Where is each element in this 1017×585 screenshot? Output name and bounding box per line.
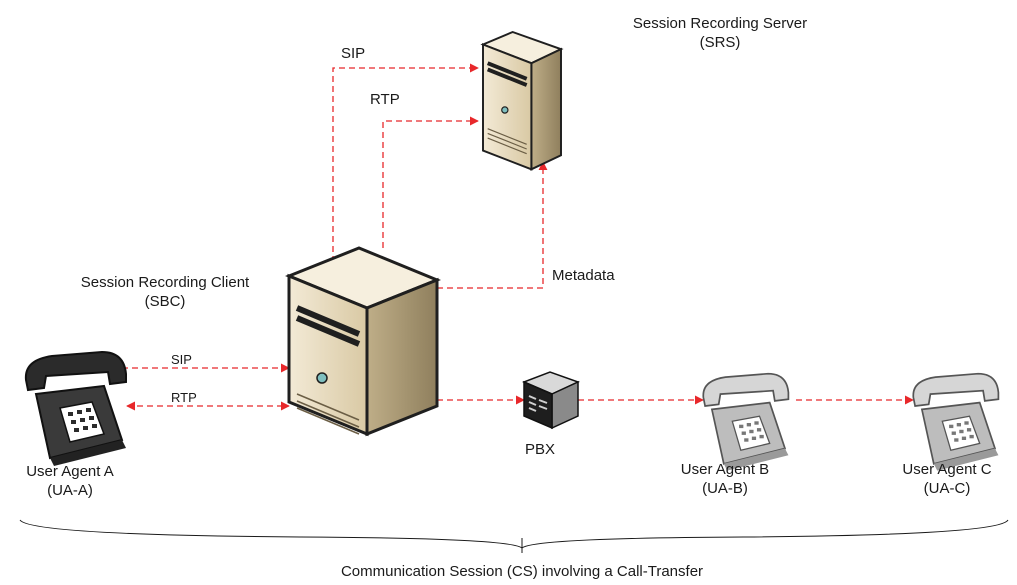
ua-c-name: User Agent C [902,461,992,478]
metadata-label: Metadata [552,267,615,284]
rtp-top-label: RTP [370,91,400,108]
phone-ua-b-icon [702,372,790,471]
src-name: Session Recording Client [80,274,250,291]
ua-a-label: User Agent A (UA-A) [0,462,140,500]
srs-abbr: (SRS) [699,34,741,51]
pbx-icon [522,371,580,430]
rtp-link-top [382,116,479,248]
ua-c-abbr: (UA-C) [923,480,971,497]
phone-ua-a-icon [24,350,127,466]
ua-a-abbr: (UA-A) [47,482,93,499]
session-label: Communication Session (CS) involving a C… [340,563,704,580]
sip-top-label: SIP [341,45,366,62]
sip-bottom-label: SIP [171,352,192,367]
ua-b-abbr: (UA-B) [702,480,748,497]
metadata-link [437,161,548,289]
pbx-label: PBX [525,441,556,458]
srs-name: Session Recording Server [632,15,808,32]
rtp-bottom-label: RTP [171,390,197,405]
ua-b-name: User Agent B [680,461,770,478]
session-brace [19,519,1009,549]
ua-a-name: User Agent A [26,463,114,480]
srs-label: Session Recording Server (SRS) [590,14,850,52]
phone-ua-c-icon [912,372,1000,471]
srs-server-icon [480,30,564,171]
src-abbr: (SBC) [144,293,186,310]
src-server-icon [285,246,441,437]
src-label: Session Recording Client (SBC) [45,273,285,311]
sip-link-top [328,63,479,273]
ua-b-label: User Agent B (UA-B) [655,460,795,498]
ua-c-label: User Agent C (UA-C) [877,460,1017,498]
